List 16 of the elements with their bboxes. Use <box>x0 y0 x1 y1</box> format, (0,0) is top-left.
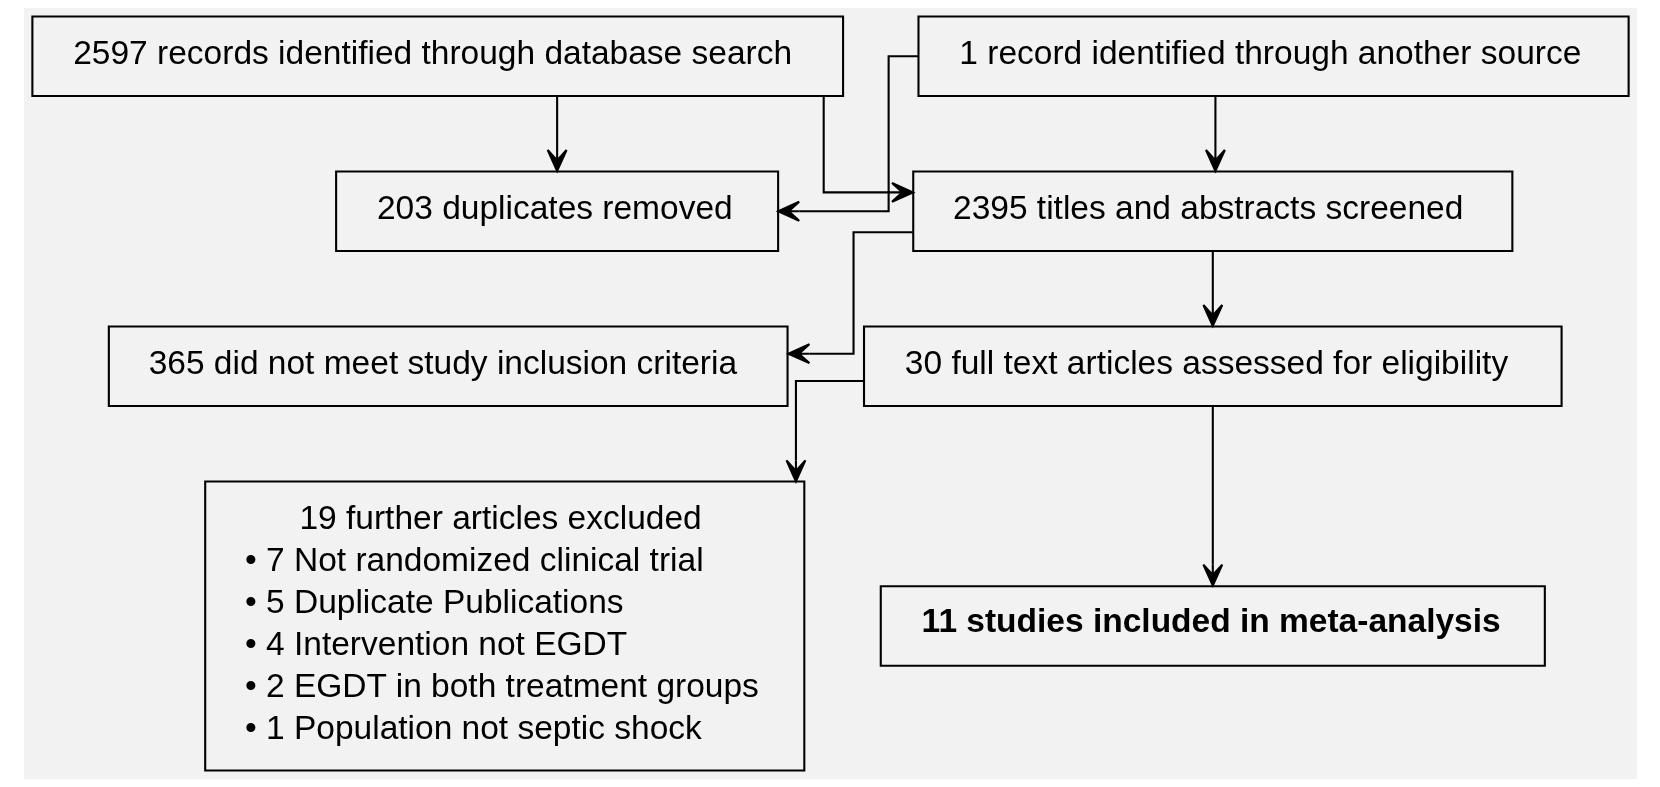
node-box: 365 did not meet study inclusion criteria <box>107 325 789 408</box>
arrow <box>786 231 913 365</box>
arrow <box>784 379 864 483</box>
node-box: 11 studies included in meta-analysis <box>879 585 1546 667</box>
arrow <box>822 96 914 203</box>
node-box: 203 duplicates removed <box>334 170 779 253</box>
arrow <box>546 96 568 172</box>
arrow <box>776 55 918 222</box>
arrow <box>1201 406 1223 587</box>
arrow <box>1201 251 1223 327</box>
node-box: 2597 records identified through database search <box>30 15 844 98</box>
node-box: 1 record identified through another source <box>916 15 1630 98</box>
node-box: 19 further articles excluded • 7 Not randomized clinical trial • 5 Duplicate Publications • 4 Intervention not EGDT • 2 EGDT in both treatment groups • 1 Population not septic shock <box>203 480 805 772</box>
arrow <box>1204 96 1226 172</box>
node-box: 2395 titles and abstracts screened <box>911 170 1513 253</box>
node-box: 30 full text articles assessed for eligibility <box>862 325 1563 408</box>
